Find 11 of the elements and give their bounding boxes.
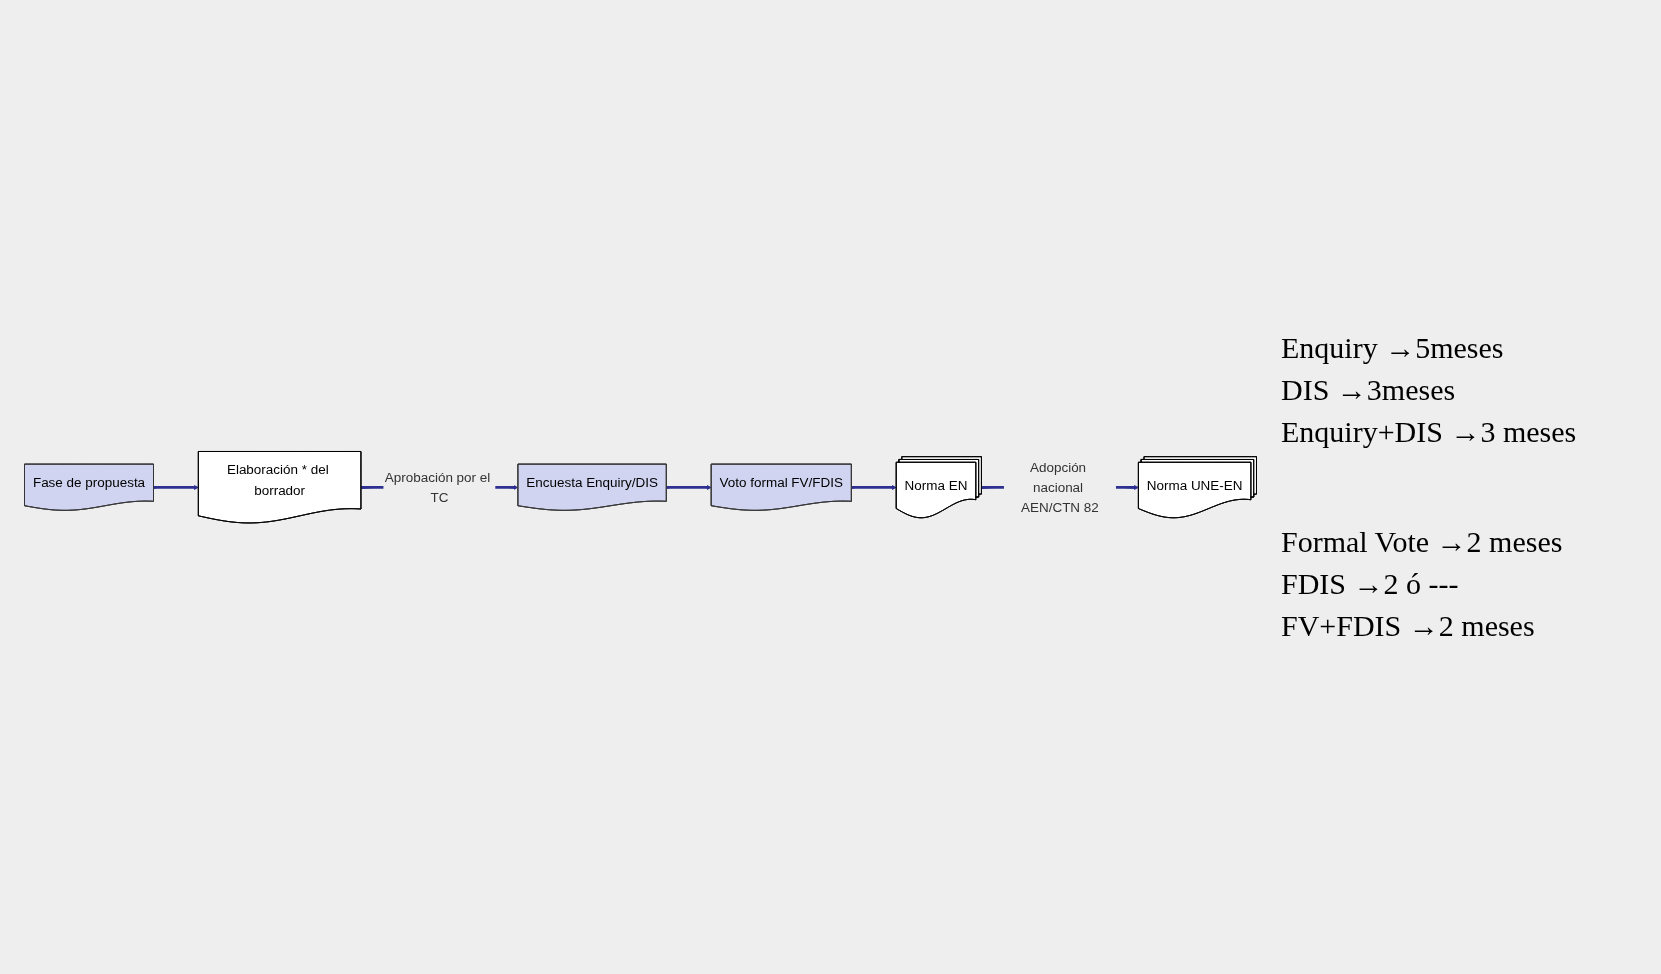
- duration-note: DIS →3meses: [1281, 373, 1457, 407]
- edge-label: Adopción nacional AEN/CTN 82: [1021, 458, 1099, 515]
- duration-note: FDIS →2 ó ---: [1281, 567, 1460, 601]
- duration-note: FV+FDIS →2 meses: [1281, 609, 1536, 643]
- arrow: [851, 484, 897, 490]
- arrow: [666, 484, 712, 490]
- duration-note: Formal Vote →2 meses: [1281, 525, 1564, 559]
- duration-note: Enquiry →5meses: [1281, 331, 1505, 365]
- edge-label: Aprobación por el TC: [384, 469, 491, 505]
- duration-note: Enquiry+DIS →3 meses: [1281, 415, 1578, 449]
- arrow: [153, 484, 199, 490]
